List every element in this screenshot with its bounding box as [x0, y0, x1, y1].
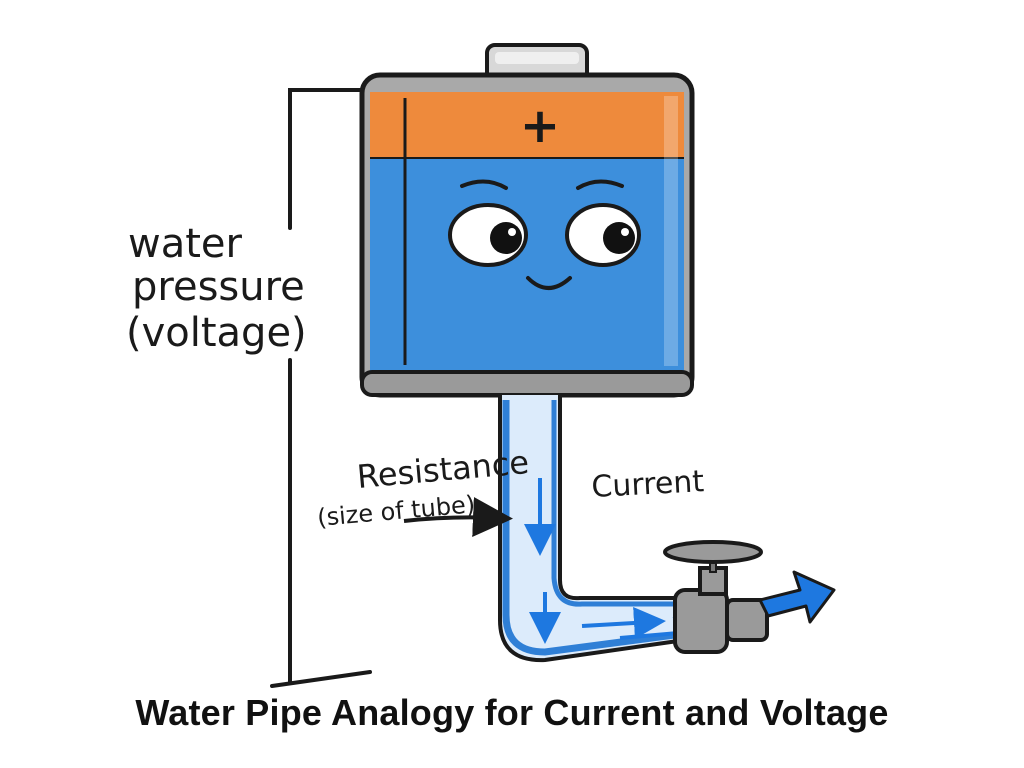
resistance-pointer-arrow — [403, 496, 513, 537]
pressure-label-line3: (voltage) — [126, 310, 307, 356]
battery-eyes — [448, 179, 641, 267]
battery-character-icon — [359, 72, 695, 398]
water-pipe — [498, 395, 687, 663]
diagram-title: Water Pipe Analogy for Current and Volta… — [135, 692, 889, 733]
voltage-bracket — [270, 88, 372, 688]
right-arrow-icon — [758, 570, 836, 624]
plus-sign: + — [520, 98, 560, 154]
battery-smile — [526, 276, 572, 290]
resistance-sub-label: (size of tube) — [316, 490, 476, 532]
current-label: Current — [591, 464, 706, 505]
valve-handle-icon — [663, 540, 769, 654]
pressure-label-line1: water — [128, 221, 243, 267]
pressure-label-line2: pressure — [132, 264, 305, 310]
